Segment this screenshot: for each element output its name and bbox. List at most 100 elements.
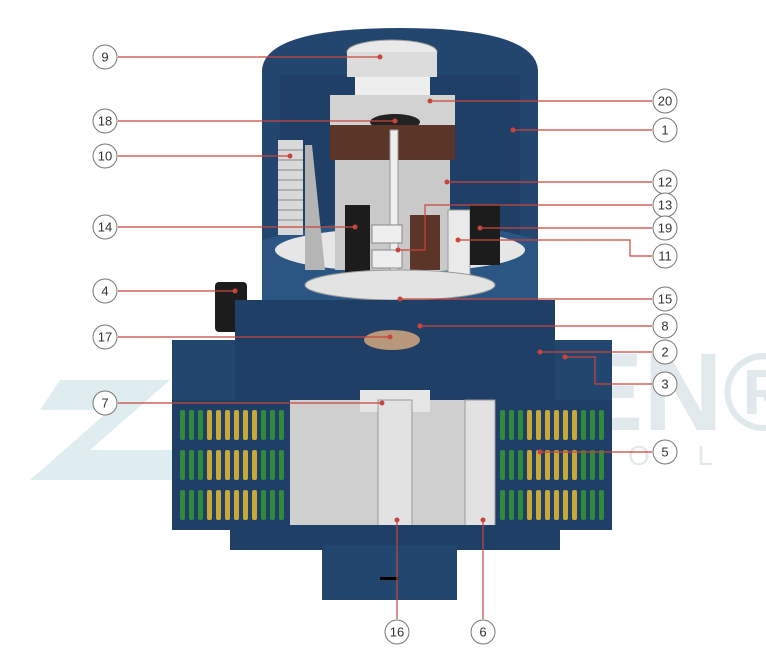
spring-coil: [207, 450, 212, 480]
spring-coil: [252, 410, 257, 440]
spring-coil: [545, 490, 550, 520]
callout-number: 12: [658, 175, 672, 190]
leader-dot: [562, 354, 568, 360]
spring-coil: [252, 450, 257, 480]
spring-coil: [509, 490, 514, 520]
spring-cylinder: [172, 390, 612, 600]
callout-19: 19: [477, 215, 678, 241]
spring-coil: [572, 410, 577, 440]
spring-coil: [581, 450, 586, 480]
spring-coil: [599, 410, 604, 440]
spring-coil: [180, 450, 185, 480]
callout-circle: [92, 214, 118, 240]
spring-coil: [234, 490, 239, 520]
leader-dot: [537, 349, 543, 355]
spring-coil: [207, 490, 212, 520]
callout-circle: [652, 439, 678, 465]
spring-coil: [189, 490, 194, 520]
callout-16: 16: [384, 517, 410, 645]
leader-dot: [537, 449, 543, 455]
spring-coil: [216, 490, 221, 520]
spring-coil: [189, 410, 194, 440]
spring-coil: [599, 490, 604, 520]
springs-left: [180, 410, 284, 520]
callout-number: 14: [98, 220, 112, 235]
leader-dot: [287, 153, 293, 159]
callout-3: 3: [562, 354, 678, 397]
spring-coil: [518, 490, 523, 520]
spring-coil: [581, 490, 586, 520]
callout-8: 8: [417, 313, 678, 339]
spring-coil: [545, 450, 550, 480]
callout-14: 14: [92, 214, 358, 240]
spring-coil: [509, 410, 514, 440]
callout-6: 6: [470, 517, 496, 645]
callout-circle: [652, 286, 678, 312]
spring-coil: [216, 410, 221, 440]
spring-coil: [554, 410, 559, 440]
spring-coil: [198, 450, 203, 480]
callout-number: 19: [658, 221, 672, 236]
spring-coil: [500, 410, 505, 440]
spring-coil: [536, 450, 541, 480]
callout-circle: [92, 143, 118, 169]
spring-coil: [572, 490, 577, 520]
callout-10: 10: [92, 143, 293, 169]
leader-dot: [379, 400, 385, 406]
callout-circle: [652, 117, 678, 143]
callout-number: 10: [98, 149, 112, 164]
spring-coil: [554, 450, 559, 480]
callout-circle: [652, 215, 678, 241]
callout-number: 18: [98, 114, 112, 129]
spring-coil: [261, 410, 266, 440]
leader-dot: [377, 54, 383, 60]
spring-coil: [500, 490, 505, 520]
callout-15: 15: [397, 286, 678, 312]
callout-number: 13: [658, 198, 672, 213]
callout-13: 13: [395, 192, 678, 253]
callout-circle: [384, 619, 410, 645]
leader-dot: [395, 247, 401, 253]
spring-coil: [189, 450, 194, 480]
spring-coil: [590, 490, 595, 520]
spring-coil: [536, 490, 541, 520]
leader-dot: [427, 98, 433, 104]
callout-number: 2: [661, 345, 668, 360]
callout-circle: [652, 88, 678, 114]
spring-coil: [572, 450, 577, 480]
spring-coil: [180, 490, 185, 520]
leader-dot: [480, 517, 486, 523]
spring-coil: [234, 410, 239, 440]
callout-number: 17: [98, 330, 112, 345]
spring-coil: [252, 490, 257, 520]
watermark-z-icon: [30, 380, 200, 480]
callout-circle: [652, 371, 678, 397]
callout-number: 4: [101, 284, 108, 299]
callout-number: 15: [658, 292, 672, 307]
spring-coil: [243, 410, 248, 440]
spring-coil: [563, 490, 568, 520]
spring-coil: [207, 410, 212, 440]
callout-number: 7: [101, 396, 108, 411]
callout-circle: [92, 324, 118, 350]
spring-coil: [563, 410, 568, 440]
callout-number: 16: [390, 625, 404, 640]
callout-circle: [92, 108, 118, 134]
callout-number: 20: [658, 94, 672, 109]
spring-coil: [527, 450, 532, 480]
spring-coil: [500, 450, 505, 480]
spring-coil: [590, 450, 595, 480]
spring-coil: [270, 410, 275, 440]
spring-coil: [581, 410, 586, 440]
leader-dot: [455, 237, 461, 243]
leader-dot: [397, 296, 403, 302]
callout-number: 8: [661, 319, 668, 334]
leader-dot: [387, 334, 393, 340]
spring-coil: [554, 490, 559, 520]
leader-dot: [510, 127, 516, 133]
spring-coil: [279, 450, 284, 480]
leader-dot: [444, 179, 450, 185]
callout-circle: [652, 313, 678, 339]
spring-coil: [590, 410, 595, 440]
